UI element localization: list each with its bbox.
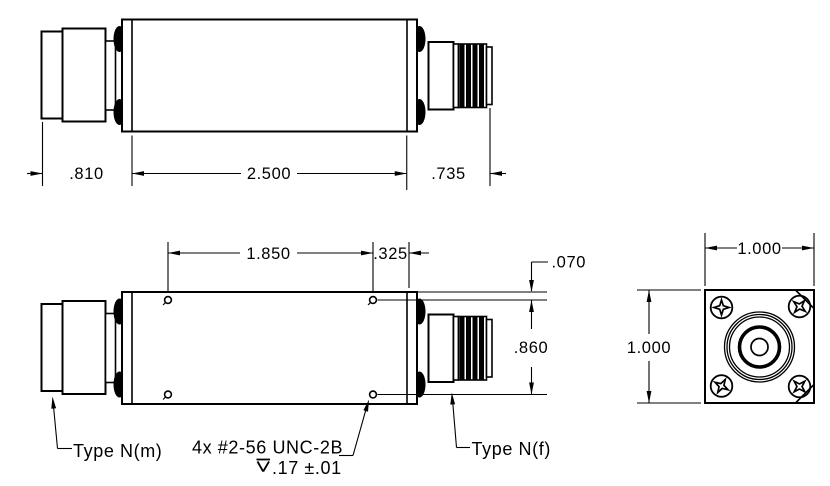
dim-flange-height-text: 1.000 [627, 339, 671, 357]
male-connector-label: Type N(m) [73, 441, 162, 461]
screw-note-label: 4x #2-56 UNC-2B [192, 438, 343, 458]
arrowhead [802, 245, 814, 251]
callout-screw-note: 4x #2-56 UNC-2B .17 ±.01 [192, 399, 369, 478]
arrowhead [646, 290, 652, 302]
arrowhead [361, 250, 373, 256]
dim-hole-to-edge-text: .325 [373, 245, 408, 263]
phillips-icon [791, 298, 808, 315]
end-view [704, 289, 815, 404]
dim-body-length: 2.500 [131, 135, 408, 190]
arrowhead [646, 391, 652, 403]
tapped-hole [162, 295, 173, 306]
dim-flange-width-text: 1.000 [737, 240, 781, 258]
arrowhead [529, 280, 534, 292]
side-view-bottom [40, 291, 493, 405]
callout-female-connector: Type N(f) [450, 392, 551, 459]
dim-flange-height: 1.000 [627, 289, 701, 404]
dim-hole-spacing-horizontal: 1.850 [167, 242, 374, 291]
dim-flange-width: 1.000 [704, 233, 815, 286]
arrowhead [705, 245, 717, 251]
arrowhead [363, 399, 369, 412]
arrowhead [168, 250, 180, 256]
arrowhead [51, 396, 57, 409]
depth-symbol-icon [256, 458, 270, 472]
dim-hole-spacing-vertical-text: .860 [514, 339, 549, 357]
phillips-icon [712, 377, 731, 395]
dim-hole-to-top-edge-text: .070 [552, 254, 587, 272]
arrowhead [30, 171, 43, 176]
tapped-hole [367, 295, 378, 306]
tapped-hole [162, 390, 173, 400]
arrowhead [409, 250, 421, 256]
arrowhead [490, 171, 502, 176]
screw-depth-label: .17 ±.01 [272, 458, 342, 478]
side-view-top [40, 18, 493, 133]
arrowhead [394, 171, 407, 176]
phillips-icon [792, 379, 807, 394]
dim-hole-spacing-vertical: .860 [377, 300, 549, 396]
phillips-icon [711, 297, 732, 318]
flange-screw [787, 294, 812, 319]
arrowhead [529, 382, 534, 395]
female-connector-label: Type N(f) [472, 439, 551, 459]
arrowhead [132, 171, 144, 176]
flange-screw [787, 374, 812, 399]
tapped-hole [368, 390, 378, 399]
dim-female-connector-length: .735 [431, 108, 506, 186]
dim-male-connector-length-text: .810 [69, 165, 104, 183]
connector-face [723, 311, 796, 383]
flange-screw [709, 295, 734, 320]
dim-hole-to-body-edge: .325 [373, 242, 429, 288]
dim-body-length-text: 2.500 [247, 165, 291, 183]
dim-hole-to-top-edge: .070 [377, 254, 587, 301]
dim-female-connector-length-text: .735 [431, 165, 466, 183]
arrowhead [529, 300, 534, 312]
dim-male-connector-length: .810 [27, 122, 104, 186]
callout-male-connector: Type N(m) [51, 396, 162, 461]
arrowhead [450, 392, 456, 405]
flange-screw [709, 374, 734, 398]
dim-hole-spacing-text: 1.850 [246, 245, 290, 263]
